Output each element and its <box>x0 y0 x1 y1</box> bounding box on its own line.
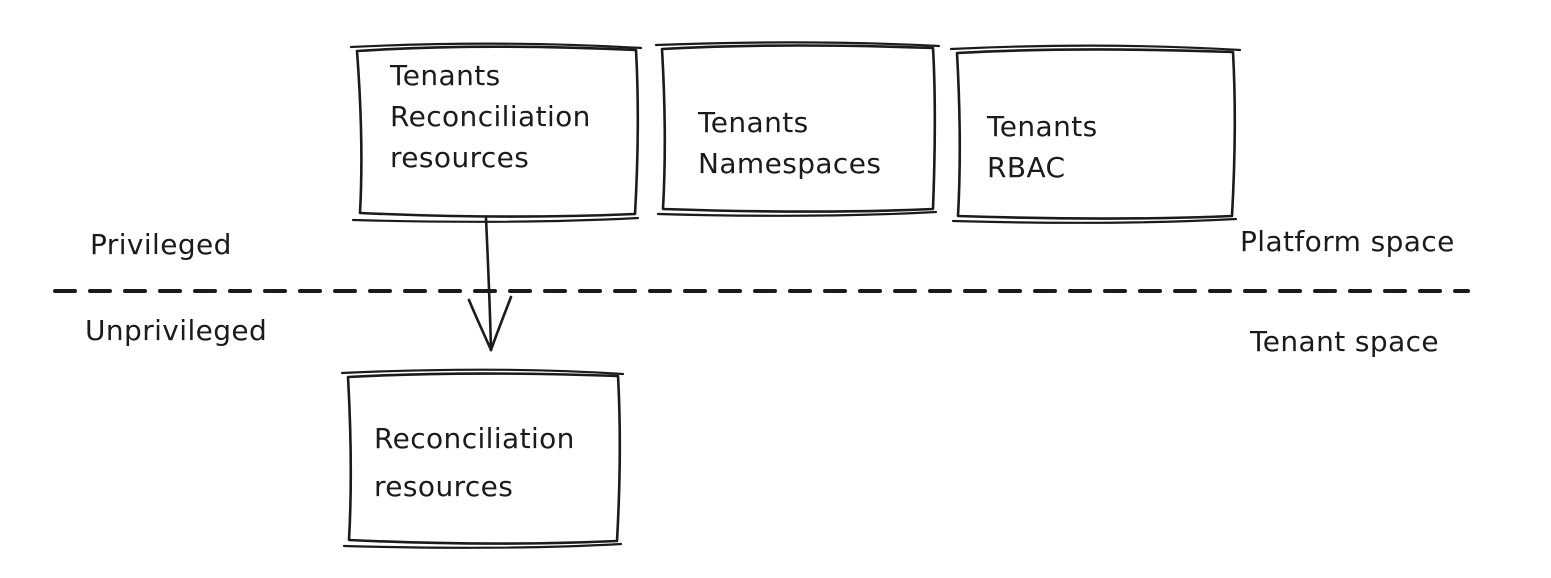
box-tenants-rbac: Tenants RBAC <box>955 48 1235 218</box>
box-outline-tenants-namespaces <box>654 41 941 217</box>
box-label-line: Reconciliation <box>374 422 575 455</box>
box-label-line: Namespaces <box>698 147 882 180</box>
box-label-line: RBAC <box>987 151 1066 184</box>
zone-label-unprivileged: Unprivileged <box>85 314 268 347</box>
box-label-line: Tenants <box>698 106 809 139</box>
box-label-line: resources <box>390 141 530 174</box>
zone-label-privileged: Privileged <box>90 228 232 261</box>
box-outline-reconciliation-resources <box>340 368 625 549</box>
box-label-line: Reconciliation <box>390 100 591 133</box>
arrow-connector <box>467 216 513 352</box>
box-tenants-reconciliation-resources: Tenants Reconciliation resources <box>356 44 637 216</box>
box-reconciliation-resources: Reconciliation resources <box>346 375 620 545</box>
zone-label-tenant-space: Tenant space <box>1250 325 1440 358</box>
zone-label-platform-space: Platform space <box>1240 225 1455 258</box>
box-outline-tenants-reconciliation-resources <box>349 42 643 223</box>
box-tenants-namespaces: Tenants Namespaces <box>660 44 935 212</box>
box-label-line: Tenants <box>987 110 1098 143</box>
box-outline-tenants-rbac <box>949 44 1242 224</box>
box-label-line: resources <box>374 470 514 503</box>
box-label-line: Tenants <box>390 59 501 92</box>
